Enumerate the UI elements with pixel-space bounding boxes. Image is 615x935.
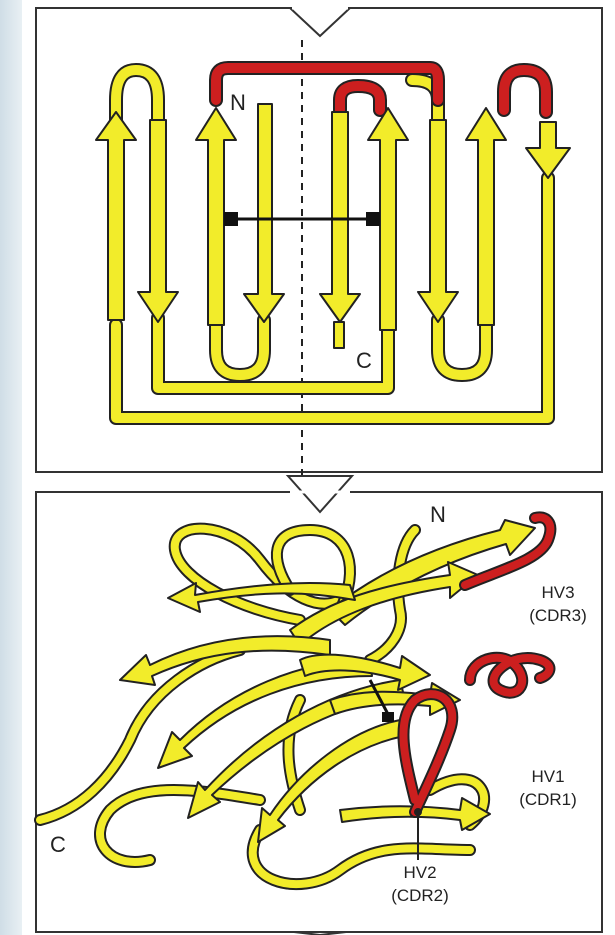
hv2-pointer-dot	[414, 808, 422, 816]
n-terminus-label: N	[230, 90, 246, 115]
hv1-label: HV1	[531, 767, 564, 786]
c-terminus-label: C	[356, 348, 372, 373]
cdr3-label: (CDR3)	[529, 606, 587, 625]
hv2-label: HV2	[403, 863, 436, 882]
c-terminal-tail	[334, 322, 344, 348]
structure-c-terminus-label: C	[50, 832, 66, 857]
cdr1-label: (CDR1)	[519, 790, 577, 809]
cdr2-label: (CDR2)	[391, 886, 449, 905]
hv3-label: HV3	[541, 583, 574, 602]
structure-n-terminus-label: N	[430, 502, 446, 527]
